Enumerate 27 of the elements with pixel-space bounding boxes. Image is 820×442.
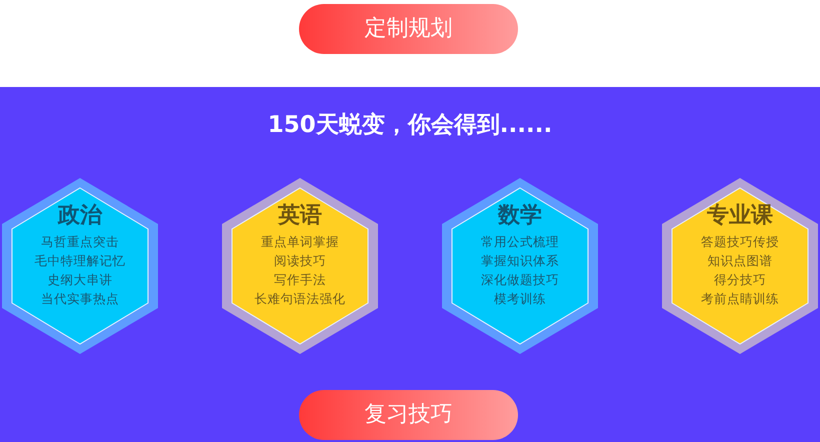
card-item: 模考训练 xyxy=(493,290,547,308)
card-item: 当代实事热点 xyxy=(40,290,120,308)
hexagon-card xyxy=(661,177,819,355)
pill-button: 定制规划 xyxy=(299,4,518,54)
card-item: 知识点图谱 xyxy=(706,252,774,270)
card-item: 毛中特理解记忆 xyxy=(34,252,126,270)
card-heading: 专业课 xyxy=(706,202,774,230)
hexagon-card xyxy=(441,177,599,355)
card-item: 阅读技巧 xyxy=(273,252,327,270)
pill-button: 复习技巧 xyxy=(299,390,518,440)
card-heading: 政治 xyxy=(56,202,104,230)
card-item: 掌握知识体系 xyxy=(480,252,560,270)
card-heading: 英语 xyxy=(276,202,323,230)
card-item: 得分技巧 xyxy=(713,271,767,289)
card-item: 马哲重点突击 xyxy=(40,233,120,251)
card-item: 深化做题技巧 xyxy=(480,271,560,289)
hexagon-card xyxy=(221,177,379,355)
card-item: 答题技巧传授 xyxy=(700,233,780,251)
card-item: 考前点睛训练 xyxy=(700,290,780,308)
card-heading: 数学 xyxy=(496,202,543,230)
card-item: 重点单词掌握 xyxy=(260,233,340,251)
title: 150天蜕变，你会得到...... xyxy=(266,111,554,140)
card-item: 常用公式梳理 xyxy=(480,233,560,251)
card-item: 写作手法 xyxy=(273,271,327,289)
card-item: 史纲大串讲 xyxy=(46,271,114,289)
card-item: 长难句语法强化 xyxy=(254,290,346,308)
hexagon-card xyxy=(1,177,159,355)
